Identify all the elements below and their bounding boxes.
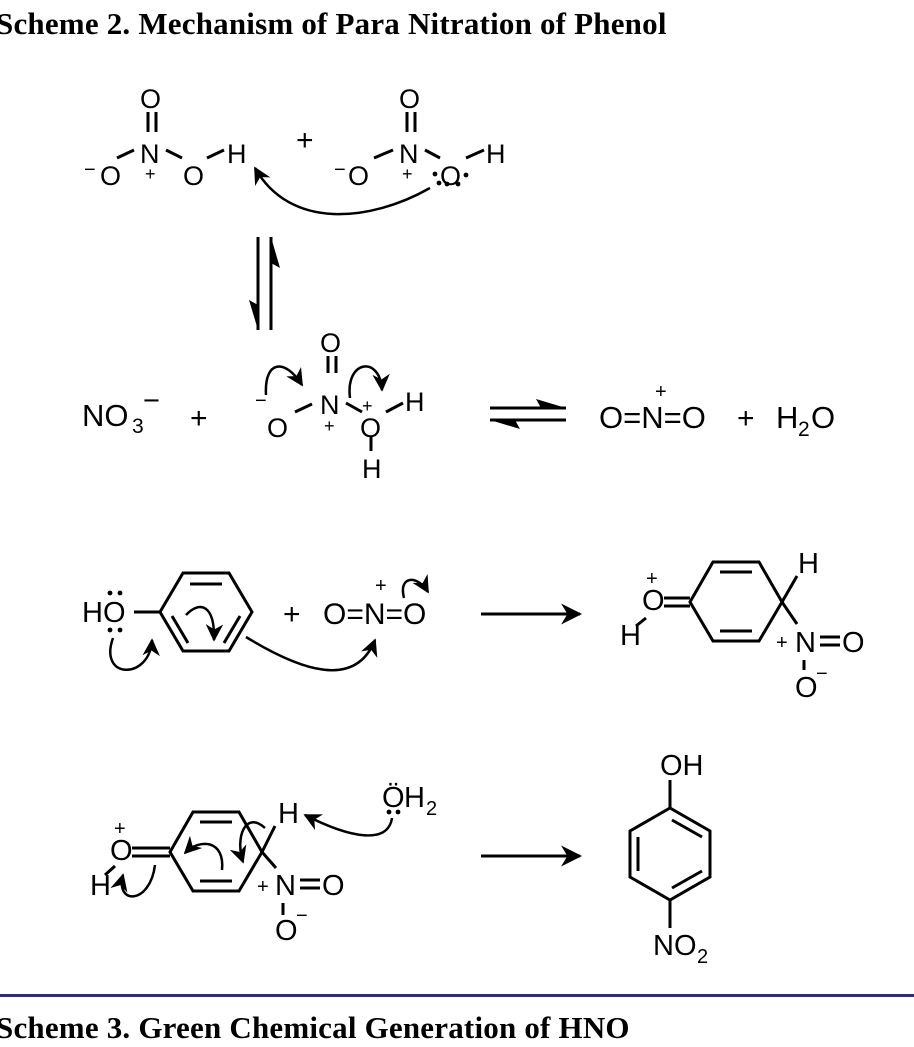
svg-text:N: N — [140, 139, 160, 169]
equilibrium-arrow-vertical — [249, 237, 280, 330]
svg-text:O: O — [842, 627, 865, 659]
plus-sign: + — [283, 598, 301, 631]
curved-arrow — [253, 166, 431, 216]
svg-text:−: − — [143, 385, 160, 417]
svg-text:O: O — [267, 413, 288, 443]
svg-text:N: N — [795, 627, 816, 659]
svg-text:−: − — [816, 663, 828, 685]
svg-text:O=N=O: O=N=O — [323, 598, 426, 631]
svg-text:O: O — [110, 835, 133, 867]
svg-text:HO: HO — [82, 597, 126, 629]
svg-text:+: + — [257, 876, 269, 898]
svg-text:−: − — [334, 159, 346, 181]
svg-text:O=N=O: O=N=O — [599, 400, 706, 435]
plus-sign: + — [296, 124, 314, 157]
equilibrium-arrow — [490, 399, 566, 429]
svg-text:O: O — [322, 870, 345, 902]
water-base: Ö H 2 — [303, 782, 437, 837]
svg-text:NO: NO — [653, 930, 697, 962]
nitronium-electrophile: O=N=O + — [323, 573, 430, 631]
svg-text:O: O — [140, 84, 161, 114]
svg-text:O: O — [348, 161, 369, 191]
nitronium-ion: O=N=O + — [599, 381, 706, 435]
svg-text:3: 3 — [132, 415, 144, 438]
svg-text:H: H — [227, 139, 247, 169]
svg-text:+: + — [362, 396, 373, 416]
svg-text:N: N — [320, 390, 340, 420]
phenol: HO — [82, 571, 378, 672]
svg-text:Ö: Ö — [382, 782, 405, 814]
svg-text:H: H — [620, 620, 641, 652]
curved-arrow — [264, 365, 304, 396]
protonated-nitric-acid — [294, 356, 404, 451]
svg-text:O: O — [183, 161, 204, 191]
svg-text:H: H — [486, 139, 506, 169]
svg-text:+: + — [655, 381, 667, 403]
4-nitrophenol: OH NO 2 — [628, 750, 712, 968]
nitric-acid-2-atoms: O N + O − O H — [334, 84, 506, 191]
svg-text:NO: NO — [82, 398, 129, 433]
svg-text:+: + — [776, 632, 788, 654]
svg-text:O: O — [399, 84, 420, 114]
lone-pairs — [432, 171, 469, 187]
svg-text:2: 2 — [697, 946, 708, 968]
sigma-complex: O + H H + N O O − — [620, 548, 865, 704]
svg-text:O: O — [440, 161, 461, 191]
section-divider — [0, 994, 914, 997]
svg-text:+: + — [646, 568, 658, 590]
svg-text:−: − — [296, 905, 308, 927]
svg-text:+: + — [375, 575, 387, 597]
svg-text:O: O — [275, 915, 298, 947]
svg-text:H: H — [798, 548, 819, 580]
svg-text:O: O — [811, 400, 835, 435]
svg-text:H: H — [776, 400, 798, 435]
svg-text:+: + — [402, 164, 413, 184]
nitrate-anion: NO 3 − — [82, 385, 160, 438]
svg-text:H: H — [404, 782, 425, 814]
svg-text:H: H — [362, 454, 382, 484]
plus-sign: + — [737, 402, 755, 435]
svg-text:N: N — [399, 139, 419, 169]
protonated-nitric-acid-atoms: O N + O − O + H H — [255, 328, 425, 484]
svg-text:H: H — [405, 387, 425, 417]
svg-text:O: O — [360, 413, 381, 443]
svg-text:H: H — [278, 798, 299, 830]
plus-sign: + — [190, 402, 208, 435]
curved-arrow — [348, 365, 390, 399]
svg-text:O: O — [320, 328, 341, 358]
nitric-acid-1-atoms: O N + O − O H — [84, 84, 247, 191]
svg-text:O: O — [100, 161, 121, 191]
svg-text:H: H — [90, 870, 111, 902]
scheme-3-title: Scheme 3. Green Chemical Generation of H… — [0, 1010, 630, 1045]
nitric-acid-2 — [373, 112, 485, 160]
svg-text:+: + — [145, 164, 156, 184]
svg-text:+: + — [324, 416, 335, 436]
svg-text:N: N — [275, 870, 296, 902]
svg-text:OH: OH — [660, 750, 704, 782]
sigma-complex-deprotonation: O + H H + N O O − — [90, 798, 345, 947]
svg-text:O: O — [795, 672, 818, 704]
svg-text:−: − — [84, 159, 96, 181]
scheme-2-title: Scheme 2. Mechanism of Para Nitration of… — [0, 6, 667, 41]
svg-text:2: 2 — [798, 418, 810, 441]
svg-text:O: O — [642, 585, 665, 617]
nitric-acid-1 — [116, 112, 225, 160]
svg-text:+: + — [114, 818, 126, 840]
water: H 2 O — [776, 400, 835, 441]
svg-text:2: 2 — [426, 798, 437, 820]
svg-text:−: − — [255, 390, 267, 412]
